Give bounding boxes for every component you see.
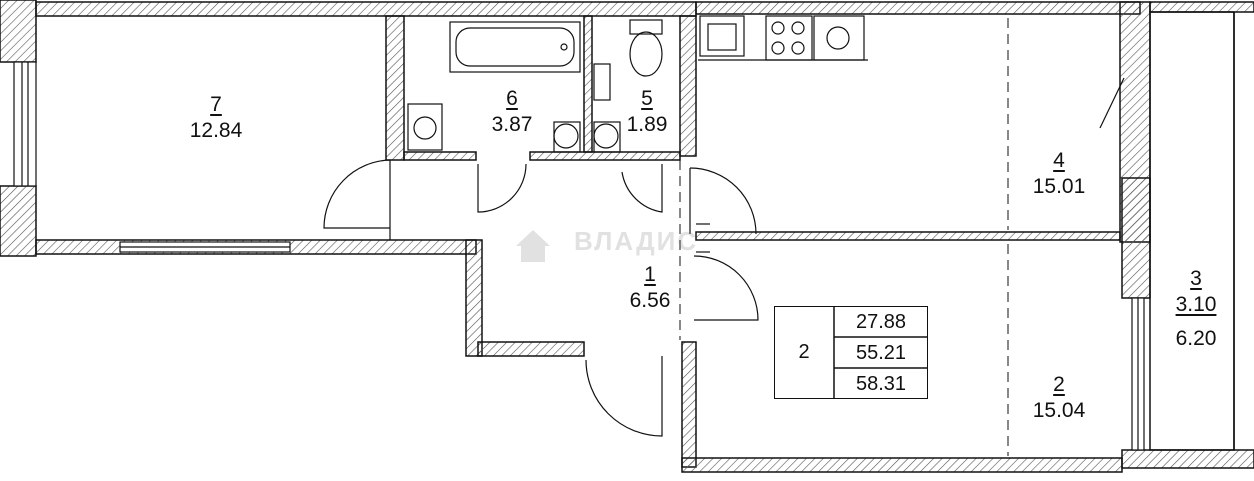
room-5-label: 5 1.89 bbox=[622, 86, 672, 138]
zone-lines bbox=[679, 18, 1009, 456]
room-number: 2 bbox=[1053, 373, 1065, 396]
room-3-label: 3 3.10 6.20 bbox=[1166, 266, 1226, 352]
summary-living-area: 27.88 bbox=[855, 311, 907, 333]
toilet-icon bbox=[629, 19, 663, 35]
summary-total-area: 55.21 bbox=[855, 342, 907, 364]
summary-rooms-count: 2 bbox=[798, 341, 810, 363]
room-2-label: 2 15.04 bbox=[1026, 372, 1092, 424]
room-area: 6.56 bbox=[629, 289, 671, 312]
room-number: 6 bbox=[506, 87, 518, 110]
room-area: 3.10 bbox=[1175, 293, 1217, 316]
room-number: 1 bbox=[644, 263, 656, 286]
summary-grid bbox=[832, 305, 928, 399]
room-4-label: 4 15.01 bbox=[1026, 148, 1092, 200]
kitchen-sink-icon bbox=[699, 15, 745, 57]
washer-icon bbox=[407, 103, 443, 151]
room-1-label: 1 6.56 bbox=[622, 262, 678, 314]
room-area: 15.04 bbox=[1032, 399, 1086, 422]
watermark-house-icon bbox=[516, 230, 550, 262]
stove-icon bbox=[765, 15, 813, 61]
room-area: 15.01 bbox=[1032, 175, 1086, 198]
bathtub-icon bbox=[449, 21, 581, 73]
room-number: 7 bbox=[210, 93, 222, 116]
area-summary-table: 2 27.88 55.21 58.31 bbox=[774, 305, 928, 399]
windows bbox=[13, 61, 1145, 451]
summary-total-with-balcony: 58.31 bbox=[855, 373, 907, 395]
room-number: 5 bbox=[641, 87, 653, 110]
fan-icon bbox=[813, 15, 865, 61]
room-number: 3 bbox=[1190, 267, 1202, 290]
balcony bbox=[1149, 11, 1235, 451]
room-area-full: 6.20 bbox=[1175, 327, 1217, 350]
room-6-label: 6 3.87 bbox=[484, 86, 540, 138]
room-area: 3.87 bbox=[491, 113, 533, 136]
room-area: 1.89 bbox=[626, 113, 668, 136]
fixtures bbox=[407, 15, 868, 153]
doors bbox=[323, 77, 1125, 437]
room-7-label: 7 12.84 bbox=[186, 92, 246, 144]
room-number: 4 bbox=[1053, 149, 1065, 172]
sink-bath-icon bbox=[553, 123, 579, 149]
boiler-icon bbox=[593, 63, 611, 101]
room-area: 12.84 bbox=[189, 119, 243, 142]
watermark-text: ВЛАДИС bbox=[574, 226, 699, 256]
